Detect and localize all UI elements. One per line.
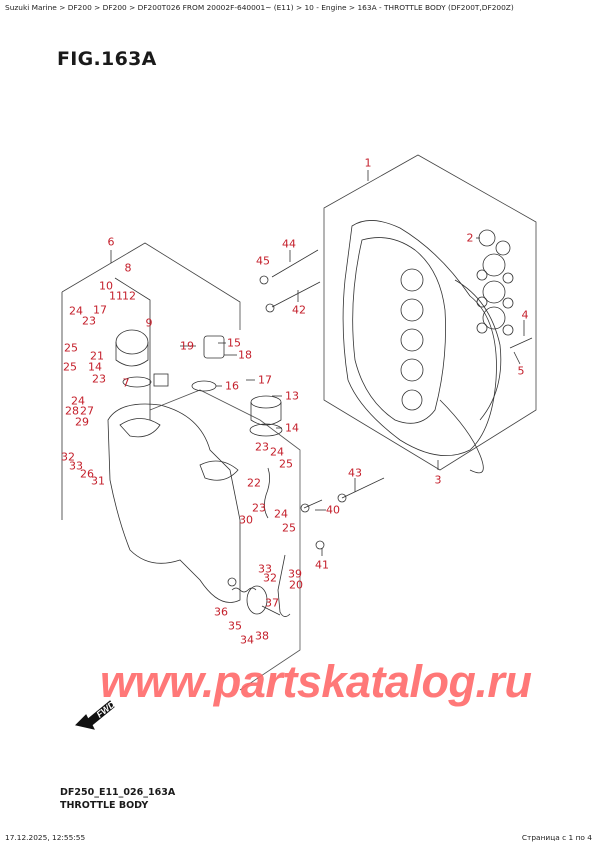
part-callout[interactable]: 20 bbox=[289, 578, 303, 592]
part-callout[interactable]: 35 bbox=[228, 619, 242, 633]
part-callout[interactable]: 21 bbox=[90, 349, 104, 363]
part-callout[interactable]: 23 bbox=[82, 314, 96, 328]
part-callout[interactable]: 3 bbox=[434, 473, 442, 487]
part-callout[interactable]: 24 bbox=[270, 445, 284, 459]
part-callout[interactable]: 44 bbox=[282, 237, 296, 251]
part-callout[interactable]: 25 bbox=[63, 360, 77, 374]
part-callout[interactable]: 15 bbox=[227, 336, 241, 350]
part-callout[interactable]: 14 bbox=[285, 421, 299, 435]
part-callout[interactable]: 38 bbox=[255, 629, 269, 643]
part-callout[interactable]: 7 bbox=[122, 376, 130, 390]
part-callout[interactable]: 19 bbox=[180, 339, 194, 353]
part-callout[interactable]: 17 bbox=[258, 373, 272, 387]
breadcrumb: Suzuki Marine > DF200 > DF200 > DF200T02… bbox=[5, 3, 514, 12]
part-callout[interactable]: 14 bbox=[88, 360, 102, 374]
fwd-label: FWD bbox=[95, 699, 116, 720]
part-callout[interactable]: 5 bbox=[517, 364, 525, 378]
part-callout[interactable]: 29 bbox=[75, 415, 89, 429]
part-callout[interactable]: 45 bbox=[256, 254, 270, 268]
part-callout[interactable]: 27 bbox=[80, 404, 94, 418]
part-callout[interactable]: 23 bbox=[255, 440, 269, 454]
part-callout[interactable]: 24 bbox=[69, 304, 83, 318]
watermark: www.partskatalog.ru bbox=[100, 656, 532, 707]
part-callout[interactable]: 39 bbox=[288, 567, 302, 581]
part-callout[interactable]: 23 bbox=[252, 501, 266, 515]
part-callout[interactable]: 25 bbox=[279, 457, 293, 471]
part-callout[interactable]: 25 bbox=[64, 341, 78, 355]
part-callout[interactable]: 16 bbox=[225, 379, 239, 393]
part-callout[interactable]: 18 bbox=[238, 348, 252, 362]
figure-name: THROTTLE BODY bbox=[60, 800, 149, 811]
figure-title: FIG.163A bbox=[57, 48, 157, 70]
part-callout[interactable]: 6 bbox=[107, 235, 115, 249]
part-callout[interactable]: 33 bbox=[258, 562, 272, 576]
figure-code: DF250_E11_026_163A bbox=[60, 787, 176, 798]
part-callout[interactable]: 13 bbox=[285, 389, 299, 403]
part-callout[interactable]: 2 bbox=[466, 231, 474, 245]
part-callout[interactable]: 25 bbox=[282, 521, 296, 535]
part-callout[interactable]: 33 bbox=[69, 459, 83, 473]
part-callout[interactable]: 37 bbox=[265, 596, 279, 610]
part-callout[interactable]: 41 bbox=[315, 558, 329, 572]
part-callout[interactable]: 30 bbox=[239, 513, 253, 527]
part-callout[interactable]: 40 bbox=[326, 503, 340, 517]
part-callout[interactable]: 24 bbox=[71, 394, 85, 408]
part-callout[interactable]: 32 bbox=[61, 450, 75, 464]
part-callout[interactable]: 31 bbox=[91, 474, 105, 488]
part-callout[interactable]: 32 bbox=[263, 571, 277, 585]
part-callout[interactable]: 17 bbox=[93, 303, 107, 317]
part-callout[interactable]: 1 bbox=[364, 156, 372, 170]
fwd-arrow-icon: FWD bbox=[75, 699, 116, 730]
part-callout[interactable]: 4 bbox=[521, 308, 529, 322]
part-callout[interactable]: 26 bbox=[80, 467, 94, 481]
part-callout[interactable]: 42 bbox=[292, 303, 306, 317]
page-counter: Страница с 1 по 4 bbox=[521, 833, 592, 842]
part-callout[interactable]: 11 bbox=[109, 289, 123, 303]
part-callout[interactable]: 9 bbox=[145, 316, 153, 330]
part-callout[interactable]: 23 bbox=[92, 372, 106, 386]
part-callout[interactable]: 22 bbox=[247, 476, 261, 490]
part-callout[interactable]: 28 bbox=[65, 404, 79, 418]
part-callout[interactable]: 10 bbox=[99, 279, 113, 293]
part-callout[interactable]: 34 bbox=[240, 633, 254, 647]
print-timestamp: 17.12.2025, 12:55:55 bbox=[5, 833, 86, 842]
part-callout[interactable]: 24 bbox=[274, 507, 288, 521]
part-callout[interactable]: 8 bbox=[124, 261, 132, 275]
part-callout[interactable]: 36 bbox=[214, 605, 228, 619]
part-callout[interactable]: 43 bbox=[348, 466, 362, 480]
part-callout[interactable]: 12 bbox=[122, 289, 136, 303]
